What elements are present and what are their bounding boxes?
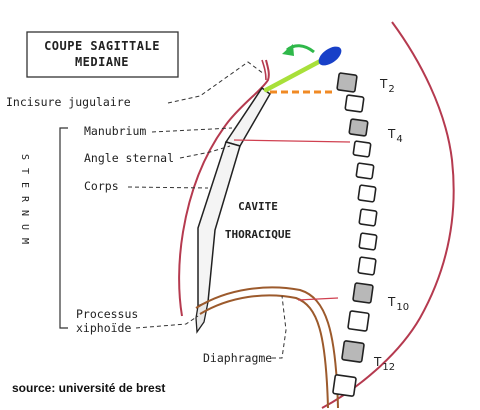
sternum-letter: T — [19, 168, 30, 174]
vertebra-body — [332, 374, 357, 397]
blue-marker — [318, 46, 342, 66]
leader-xiphoide — [135, 315, 199, 329]
label-cavite: CAVITE — [238, 200, 278, 213]
title-line2: MEDIANE — [75, 55, 129, 69]
label-t10: T10 — [387, 295, 409, 313]
label-corps: Corps — [84, 179, 119, 193]
sternum-letter: U — [19, 224, 30, 230]
sternum-body-shape — [197, 141, 241, 308]
green-arrow-icon — [282, 44, 315, 56]
sternum-vertical-label: S T E R N U M — [19, 154, 30, 244]
label-thoracique: THORACIQUE — [225, 228, 291, 241]
neck-notch — [261, 59, 267, 81]
level-line-t4 — [233, 139, 351, 143]
leader-incisure — [167, 61, 265, 104]
label-t4: T4 — [387, 127, 403, 145]
vertebra-body — [357, 184, 377, 203]
vertebra-body — [358, 208, 378, 227]
label-incisure-jugulaire: Incisure jugulaire — [6, 95, 131, 109]
label-t2: T2 — [379, 77, 395, 95]
vertebra-body — [348, 118, 369, 137]
sternum-letter: M — [19, 238, 30, 244]
label-manubrium: Manubrium — [84, 124, 146, 138]
label-processus: Processus — [76, 307, 138, 321]
title-box: COUPE SAGITTALE MEDIANE — [26, 31, 179, 78]
level-line-t10 — [297, 297, 339, 301]
vertebra-body — [355, 162, 375, 180]
label-xiphoide: xiphoïde — [76, 321, 131, 335]
leader-lines — [127, 61, 287, 359]
label-diaphragme: Diaphragme — [203, 351, 272, 365]
sternum-letter: R — [19, 196, 30, 203]
vertebra-body — [352, 140, 372, 158]
leader-manubrium — [151, 127, 233, 133]
sternum-letter: S — [19, 154, 30, 160]
vertebra-body — [336, 72, 358, 93]
vertebra-body — [352, 282, 374, 304]
vertebra-body — [357, 256, 377, 276]
sternum-letter: E — [19, 182, 30, 188]
leader-corps — [127, 186, 209, 189]
vertebral-column — [332, 72, 378, 397]
front-skin-outline — [178, 59, 270, 317]
back-skin-outline — [321, 21, 455, 409]
leader-angle — [179, 145, 231, 159]
vertebra-body — [344, 94, 365, 113]
label-t12: T12 — [373, 355, 395, 373]
sternum-letter: N — [19, 210, 30, 216]
vertebra-body — [341, 340, 365, 363]
green-marker-line — [263, 55, 329, 93]
sternum-bracket — [59, 127, 68, 329]
vertebra-body — [347, 310, 370, 332]
label-angle-sternal: Angle sternal — [84, 151, 174, 165]
vertebra-body — [358, 232, 378, 251]
title-line1: COUPE SAGITTALE — [44, 39, 160, 53]
leader-diaphragme — [272, 295, 287, 359]
diaphragm — [195, 286, 339, 409]
source-caption: source: université de brest — [12, 381, 165, 395]
